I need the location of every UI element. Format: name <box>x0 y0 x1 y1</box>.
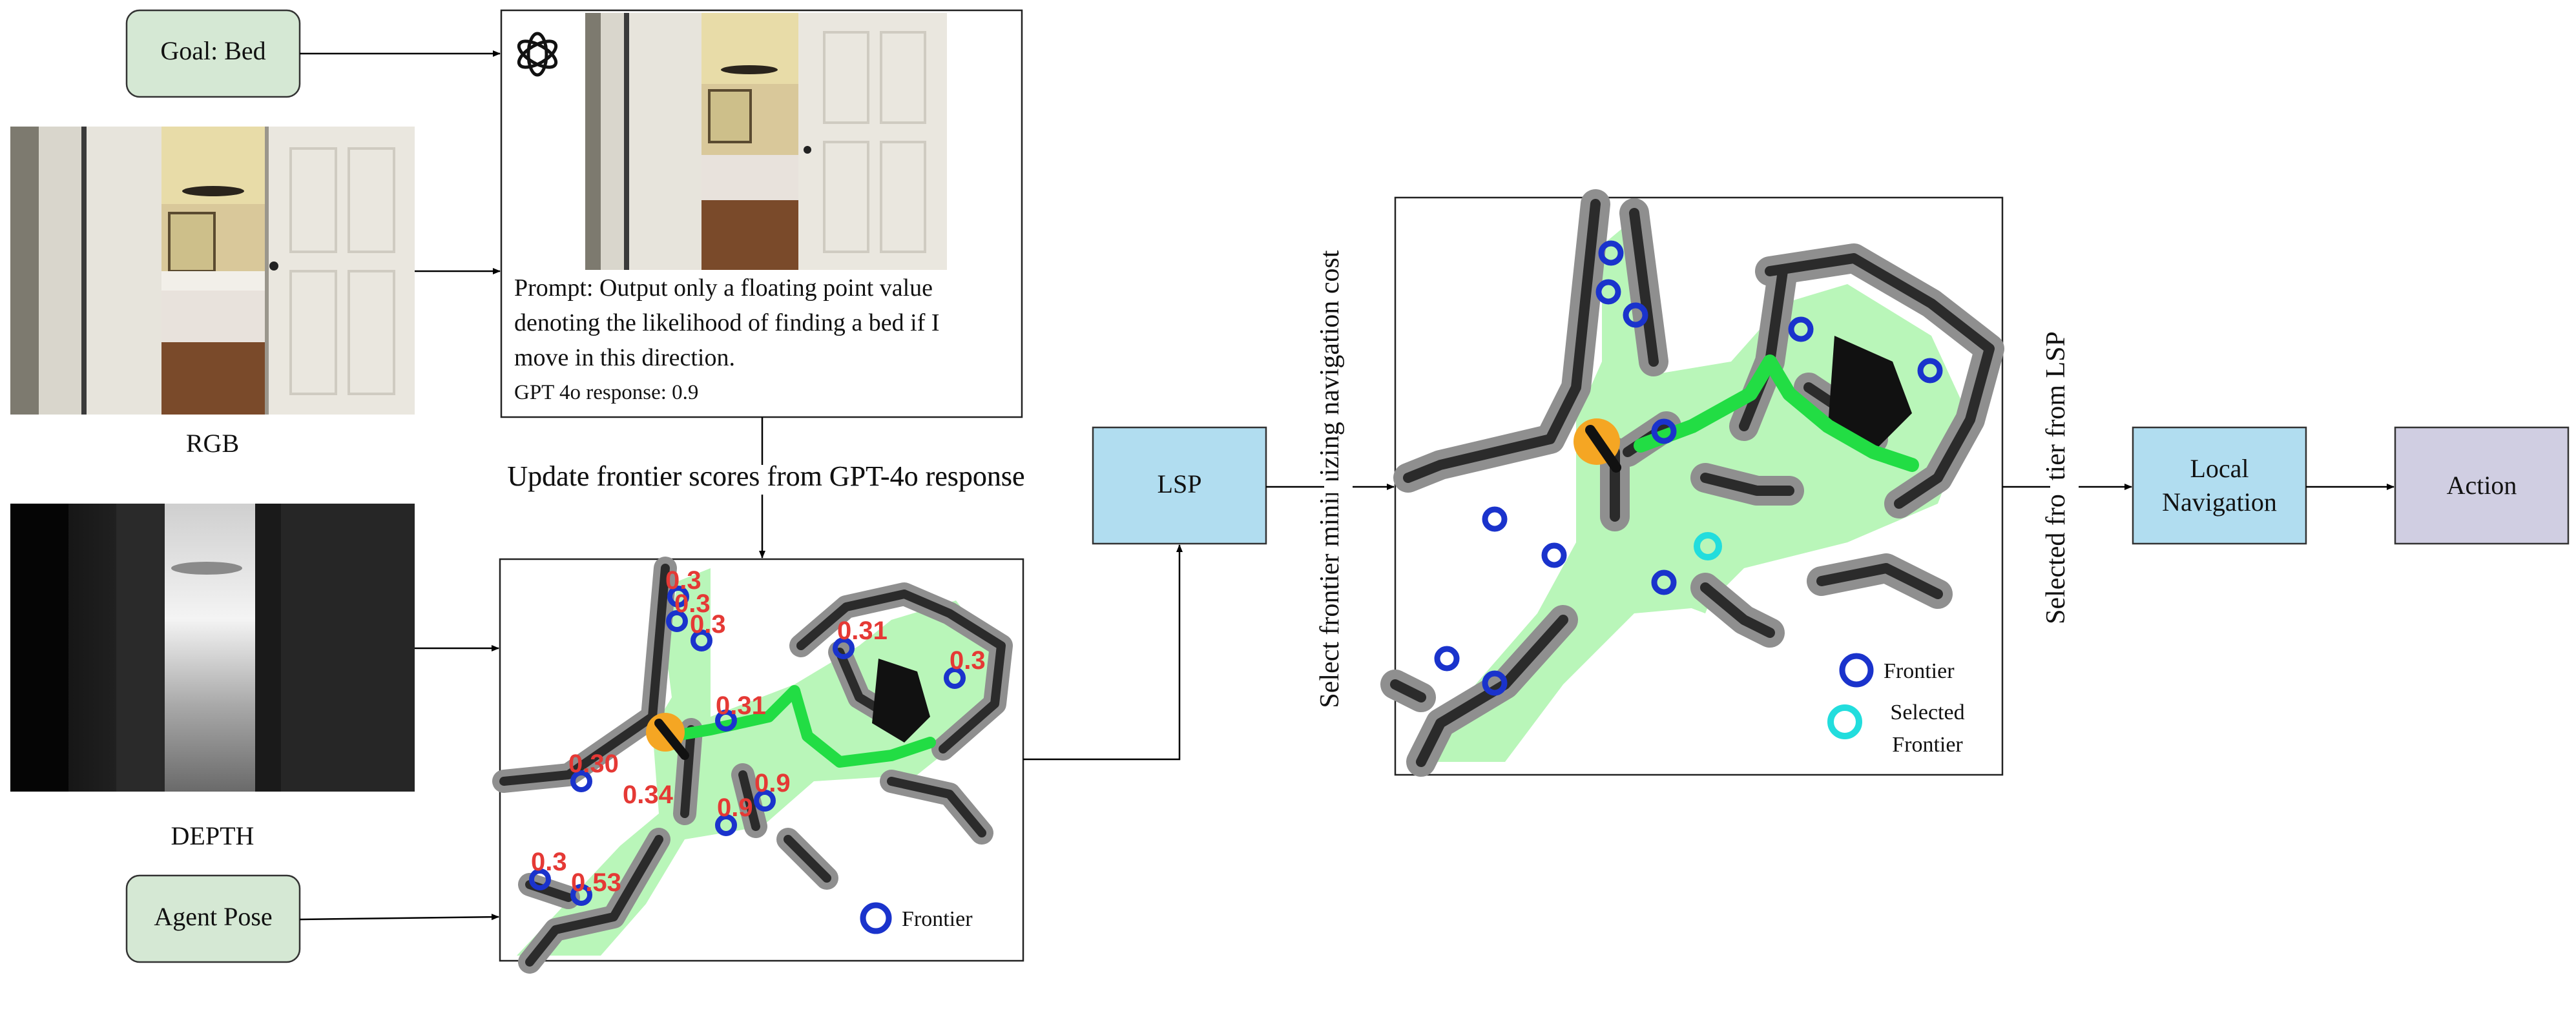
legend-selected-line-1: Selected <box>1890 701 1964 724</box>
arrow-pose-to-scored-map <box>299 914 499 921</box>
frontier-legend-icon <box>1839 653 1874 688</box>
local-nav-line-2: Navigation <box>2162 487 2277 517</box>
frontier-legend-icon <box>860 902 892 934</box>
prompt-line-1: Prompt: Output only a floating point val… <box>514 274 933 302</box>
scored-map: 0.3 0.3 0.3 0.31 0.3 0.31 0.30 0.34 0.9 … <box>492 557 1013 974</box>
selected-from-lsp-label: Selected frontier from LSP <box>2041 331 2071 624</box>
scored-map-panel: 0.3 0.3 0.3 0.31 0.3 0.31 0.30 0.34 0.9 … <box>492 557 1024 974</box>
score-label: 0.3 <box>950 646 986 675</box>
score-label: 0.34 <box>623 781 674 809</box>
agent-pose-box: Agent Pose <box>125 874 301 963</box>
score-label: 0.31 <box>837 617 888 645</box>
lsp-label: LSP <box>1158 469 1202 498</box>
openai-logo-icon <box>517 32 558 77</box>
action-label: Action <box>2447 471 2517 500</box>
score-label: 0.9 <box>754 769 791 797</box>
lsp-box: LSP <box>1092 426 1267 545</box>
arrow-scored-map-to-lsp <box>1023 544 1183 761</box>
goal-label: Goal: Bed <box>160 36 265 65</box>
select-cost-label: Select frontier minimizing navigation co… <box>1315 250 1345 708</box>
score-label: 0.31 <box>716 692 766 720</box>
rgb-image <box>10 127 415 415</box>
selection-map-panel: Frontier Selected Frontier <box>1380 189 2004 777</box>
score-label: 0.9 <box>717 794 753 822</box>
update-scores-label-overlay: Update frontier scores from GPT-4o respo… <box>507 460 1024 492</box>
score-label: 0.53 <box>571 868 621 897</box>
rgb-caption: RGB <box>186 429 239 458</box>
selection-map-legend-frontier: Frontier <box>1884 659 1955 683</box>
local-navigation-box: Local Navigation <box>2132 426 2307 545</box>
prompt-line-3: move in this direction. <box>514 344 735 371</box>
scored-map-legend-frontier: Frontier <box>902 907 973 931</box>
depth-caption: DEPTH <box>171 821 254 850</box>
legend-selected-line-2: Frontier <box>1892 733 1963 757</box>
score-label: 0.3 <box>665 566 701 595</box>
gpt-panel: Prompt: Output only a floating point val… <box>500 9 1023 418</box>
score-label: 0.3 <box>674 590 711 618</box>
action-box: Action <box>2394 426 2570 545</box>
score-label: 0.3 <box>690 610 726 639</box>
prompt-line-2: denoting the likelihood of finding a bed… <box>514 309 940 336</box>
selected-frontier-legend-icon <box>1827 704 1862 739</box>
selected-frontier-marker <box>1694 532 1722 560</box>
pose-label: Agent Pose <box>154 902 272 931</box>
gpt-input-image <box>585 13 947 270</box>
depth-image <box>10 504 415 792</box>
local-nav-line-1: Local <box>2190 454 2249 483</box>
score-label: 0.3 <box>531 848 567 876</box>
gpt-response: GPT 4o response: 0.9 <box>514 381 698 404</box>
selection-map <box>1380 189 2004 777</box>
goal-box: Goal: Bed <box>125 9 301 98</box>
score-label: 0.30 <box>568 750 619 778</box>
